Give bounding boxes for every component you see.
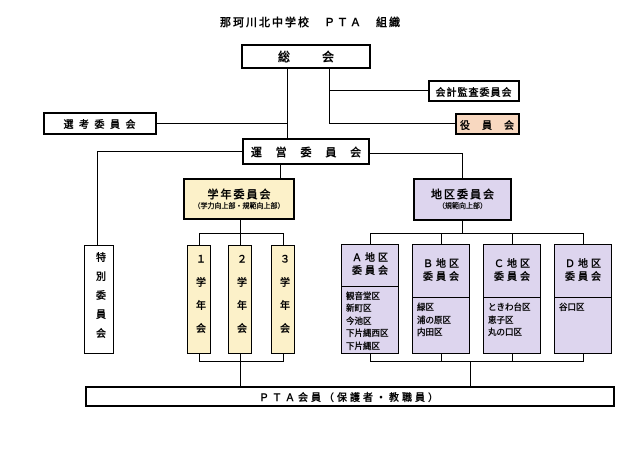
- connector-line: [240, 361, 241, 386]
- grade-group-box-2: ２学年会: [228, 245, 252, 354]
- connector-line: [329, 123, 455, 124]
- connector-line: [470, 361, 471, 386]
- grade-committee-subtitle: （学力向上部・規範向上部）: [193, 201, 285, 210]
- connector-line: [240, 354, 241, 361]
- selection-committee-box: 選 考 委 員 会: [43, 112, 157, 135]
- district-group-label: Ｄ地区: [565, 259, 604, 270]
- grade-group-box-1: １学年会: [187, 245, 211, 354]
- connector-line: [370, 153, 462, 154]
- connector-line: [370, 361, 584, 362]
- district-group-label: 委員会: [494, 272, 533, 283]
- district-area-list: ときわ台区 恵子区 丸の口区: [484, 298, 540, 353]
- district-committee-subtitle: （規範向上部）: [438, 202, 487, 210]
- district-group-header: Ａ地区 委員会: [342, 245, 398, 287]
- district-group-box-b: Ｂ地区 委員会 緑区 浦の原区 内田区: [412, 244, 470, 354]
- district-area-list: 谷口区: [555, 298, 611, 353]
- connector-line: [283, 233, 284, 245]
- board-box: 役 員 会: [455, 113, 520, 135]
- list-item: 恵子区: [488, 315, 514, 326]
- special-committee-label: 特別委員会: [93, 252, 105, 347]
- district-group-header: Ｃ地区 委員会: [484, 245, 540, 298]
- connector-line: [370, 354, 371, 361]
- list-item: 下片縄西区: [346, 329, 389, 339]
- district-group-label: Ｃ地区: [494, 259, 533, 270]
- list-item: 下片縄区: [346, 341, 381, 352]
- connector-line: [199, 361, 284, 362]
- connector-line: [97, 151, 242, 152]
- district-group-label: 委員会: [565, 272, 604, 283]
- connector-line: [280, 165, 281, 178]
- connector-line: [512, 233, 513, 244]
- grade-committee-box: 学年委員会 （学力向上部・規範向上部）: [183, 178, 295, 220]
- list-item: 緑区: [417, 303, 435, 313]
- district-group-label: 委員会: [352, 266, 391, 278]
- connector-line: [512, 354, 513, 361]
- list-item: 今池区: [346, 316, 372, 327]
- audit-committee-box: 会計監査委員会: [428, 80, 520, 102]
- connector-line: [370, 233, 371, 244]
- connector-line: [240, 220, 241, 233]
- grade-group-label: ３学年会: [277, 253, 289, 346]
- connector-line: [199, 354, 200, 361]
- connector-line: [441, 354, 442, 361]
- list-item: 丸の口区: [488, 328, 523, 338]
- district-group-label: Ａ地区: [352, 253, 391, 265]
- connector-line: [462, 221, 463, 233]
- district-committee-box: 地区委員会 （規範向上部）: [413, 178, 512, 221]
- connector-line: [329, 90, 428, 91]
- district-group-header: Ｂ地区 委員会: [413, 245, 469, 298]
- connector-line: [199, 233, 284, 234]
- pta-members-box: ＰＴＡ会員（保護者・教職員）: [85, 386, 615, 407]
- list-item: ときわ台区: [488, 303, 531, 313]
- connector-line: [583, 233, 584, 244]
- steering-committee-box: 運 営 委 員 会: [242, 138, 370, 165]
- grade-group-box-3: ３学年会: [271, 245, 295, 354]
- connector-line: [462, 153, 463, 178]
- district-group-box-a: Ａ地区 委員会 観音堂区 新町区 今池区 下片縄西区 下片縄区: [341, 244, 399, 354]
- grade-committee-label: 学年委員会: [207, 187, 273, 201]
- connector-line: [441, 233, 442, 244]
- district-group-label: Ｂ地区: [423, 259, 462, 270]
- connector-line: [583, 354, 584, 361]
- connector-line: [157, 123, 287, 124]
- connector-line: [240, 233, 241, 245]
- grade-group-label: ２学年会: [234, 253, 246, 346]
- grade-group-label: １学年会: [193, 253, 205, 346]
- list-item: 谷口区: [559, 303, 585, 313]
- district-area-list: 観音堂区 新町区 今池区 下片縄西区 下片縄区: [342, 287, 398, 354]
- district-group-box-c: Ｃ地区 委員会 ときわ台区 恵子区 丸の口区: [483, 244, 541, 354]
- connector-line: [199, 233, 200, 245]
- district-area-list: 緑区 浦の原区 内田区: [413, 298, 469, 353]
- page-title: 那珂川北中学校 ＰＴＡ 組織: [220, 16, 402, 29]
- list-item: 観音堂区: [346, 291, 381, 302]
- connector-line: [329, 69, 330, 124]
- special-committee-box: 特別委員会: [84, 245, 114, 354]
- list-item: 浦の原区: [417, 315, 452, 326]
- district-group-header: Ｄ地区 委員会: [555, 245, 611, 298]
- connector-line: [97, 151, 98, 245]
- connector-line: [283, 354, 284, 361]
- district-committee-label: 地区委員会: [431, 188, 496, 201]
- general-assembly-box: 総 会: [241, 44, 371, 69]
- district-group-box-d: Ｄ地区 委員会 谷口区: [554, 244, 612, 354]
- list-item: 新町区: [346, 304, 372, 314]
- district-group-label: 委員会: [423, 272, 462, 283]
- connector-line: [287, 69, 288, 138]
- list-item: 内田区: [417, 328, 443, 338]
- connector-line: [370, 233, 583, 234]
